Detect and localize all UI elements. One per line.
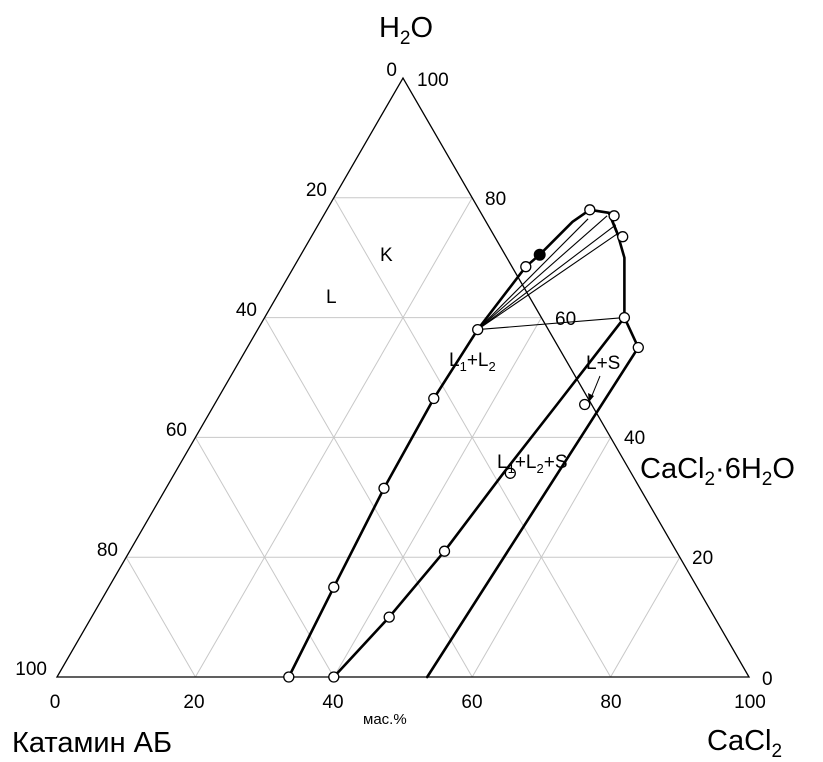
l1l2s-c: +S <box>544 452 568 473</box>
data-points <box>283 204 644 683</box>
triangle-frame <box>55 76 751 678</box>
tick-right-0: 0 <box>762 669 773 690</box>
tick-bottom-80: 80 <box>600 692 621 713</box>
region-label-l1-l2: L1+L2 <box>449 350 496 374</box>
cacl2-sub: 2 <box>771 741 782 762</box>
tick-right-20: 20 <box>692 548 713 569</box>
units-label: мас.% <box>363 711 407 728</box>
vertex-label-katamin: Катамин АБ <box>12 727 172 759</box>
tie-line-3 <box>477 224 617 331</box>
data-point-9 <box>617 231 629 243</box>
left-axis-ticks: 100 80 60 40 20 0 <box>15 60 397 680</box>
data-point-16 <box>632 341 644 354</box>
right-axis-ticks: 0 20 40 60 80 100 <box>417 70 773 690</box>
solubility-curve <box>607 211 640 349</box>
grid-line-salt-60 <box>471 437 612 678</box>
tick-right-80: 80 <box>485 189 506 210</box>
tie-line-2 <box>477 215 608 331</box>
hydrate-sub1: 2 <box>704 469 715 490</box>
data-point-5 <box>472 323 484 336</box>
data-point-7 <box>584 204 596 216</box>
l1l2-s2: 2 <box>488 359 495 374</box>
cacl2-main: CaCl <box>707 725 771 757</box>
l1l2-b: +L <box>467 350 489 371</box>
tick-right-40: 40 <box>624 428 645 449</box>
data-point-14 <box>383 611 395 623</box>
tie-line-4 <box>477 233 618 331</box>
region-label-l: L <box>326 287 337 308</box>
tick-bottom-60: 60 <box>461 692 482 713</box>
grid-line-amine-60 <box>194 437 335 678</box>
tick-left-80: 80 <box>97 540 118 561</box>
tick-left-60: 60 <box>166 420 187 441</box>
tie-line-5 <box>477 317 625 331</box>
data-point-2 <box>328 581 340 593</box>
data-point-15 <box>328 671 340 683</box>
binodal-curve <box>287 208 619 679</box>
water-h: H <box>379 12 400 44</box>
tick-right-60: 60 <box>555 309 576 330</box>
data-point-13 <box>438 545 451 557</box>
l1l2-s1: 1 <box>460 359 467 374</box>
triangle-outline <box>55 76 751 678</box>
data-point-4 <box>428 392 440 405</box>
critical-point-k <box>533 248 546 261</box>
l1l2-a: L <box>449 350 460 371</box>
data-point-3 <box>378 482 390 494</box>
tick-bottom-100: 100 <box>734 692 766 713</box>
critical-point-label: K <box>380 245 393 266</box>
data-point-12 <box>504 467 516 479</box>
hydrate-sub2: 2 <box>762 469 773 490</box>
tick-right-100: 100 <box>417 70 449 91</box>
phase-curves <box>287 208 640 679</box>
data-point-11 <box>579 398 591 411</box>
tick-bottom-40: 40 <box>322 692 343 713</box>
l-s-pointer-arrow <box>588 375 601 402</box>
vertex-label-water: H2O <box>379 12 433 49</box>
data-point-6 <box>520 261 532 273</box>
grid-line-amine-40 <box>264 317 473 678</box>
l1l2s-s2: 2 <box>536 461 543 476</box>
grid-lines <box>125 197 681 678</box>
l1l2s-b: +L <box>515 452 537 473</box>
grid-line-salt-80 <box>610 556 681 678</box>
region-label-l-s: L+S <box>586 353 620 374</box>
tick-bottom-20: 20 <box>183 692 204 713</box>
three-phase-line <box>332 316 626 679</box>
tick-bottom-0: 0 <box>50 692 61 713</box>
tick-left-100: 100 <box>15 659 47 680</box>
water-o: O <box>410 12 433 44</box>
tick-left-20: 20 <box>306 180 327 201</box>
data-point-10 <box>618 311 631 324</box>
water-sub: 2 <box>400 28 411 49</box>
hydrate-ray-line <box>425 346 640 679</box>
vertex-label-cacl2: CaCl2 <box>707 725 782 762</box>
tick-left-40: 40 <box>236 300 257 321</box>
tick-left-0: 0 <box>386 60 397 81</box>
tie-line-1 <box>477 218 589 330</box>
data-point-8 <box>608 210 620 222</box>
l1l2s-s1: 1 <box>508 461 515 476</box>
hydrate-mid: ·6H <box>715 453 762 485</box>
hydrate-tail: O <box>772 453 795 485</box>
bottom-axis-ticks: 0 20 40 60 80 100 <box>50 692 766 713</box>
compound-label-hydrate: CaCl2·6H2O <box>640 453 795 490</box>
grid-line-salt-40 <box>333 317 542 678</box>
hydrate-pre: CaCl <box>640 453 704 485</box>
data-point-1 <box>283 671 295 683</box>
tie-lines <box>477 215 625 331</box>
l1l2s-a: L <box>497 452 508 473</box>
grid-line-amine-80 <box>125 556 196 678</box>
region-label-l1-l2-s: L1+L2+S <box>497 452 568 476</box>
